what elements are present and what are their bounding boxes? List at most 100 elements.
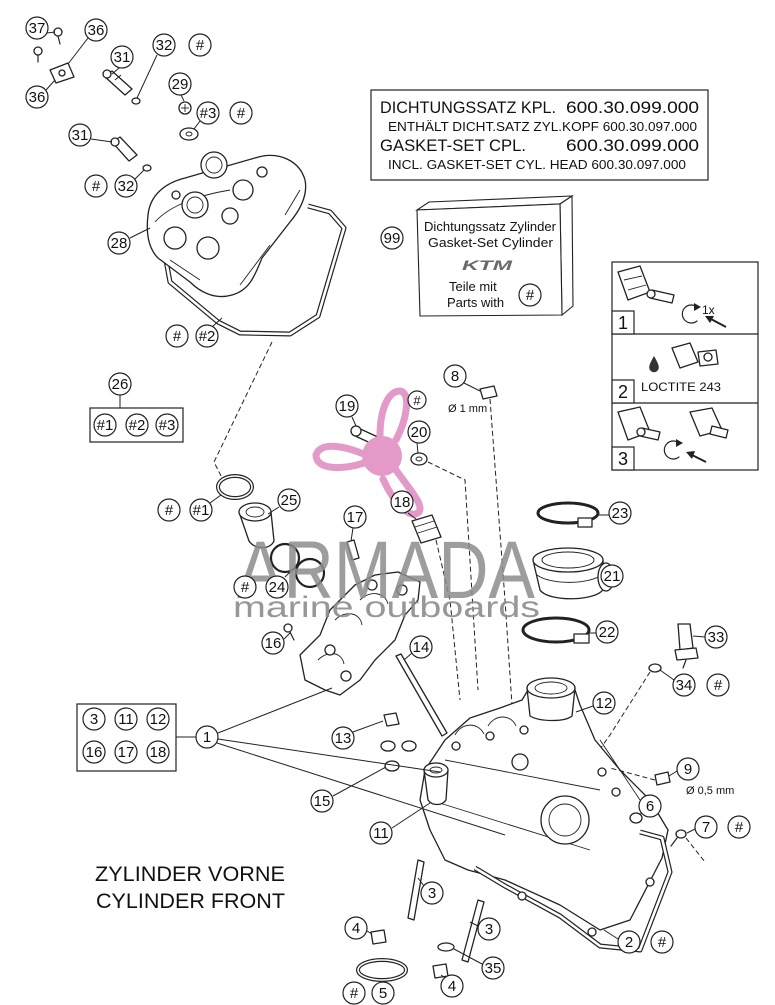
callout-circle xyxy=(344,916,368,940)
callout-number: 31 xyxy=(114,49,131,66)
callout-circle xyxy=(440,974,464,998)
callout-circle xyxy=(335,394,359,418)
washer xyxy=(401,740,417,752)
callout-circle xyxy=(146,740,170,764)
leader-line xyxy=(417,877,425,887)
callout-number: # xyxy=(658,934,667,951)
callout-number: # xyxy=(92,178,101,195)
callout-number: 17 xyxy=(347,509,364,526)
plug xyxy=(654,771,671,786)
callout-24: 24 xyxy=(265,575,289,599)
washer xyxy=(648,663,662,673)
leader-line xyxy=(212,317,223,327)
callout-number: 11 xyxy=(118,711,134,728)
screw xyxy=(53,27,63,45)
callout-hash1: #1 xyxy=(93,413,117,437)
assembly-step: 3 xyxy=(611,406,729,471)
gasket-set-label-en: GASKET-SET CPL. xyxy=(380,136,526,155)
leader-line xyxy=(440,974,445,978)
step-number: 3 xyxy=(618,449,628,469)
diagram-caption-en: CYLINDER FRONT xyxy=(96,890,285,913)
callout-circle xyxy=(369,821,393,845)
leader-line xyxy=(575,705,594,713)
callout-hash: # xyxy=(229,101,253,125)
o-ring xyxy=(131,97,141,105)
callout-21: 21 xyxy=(600,564,624,588)
leader-line xyxy=(352,720,384,733)
gasket-set-label-de: DICHTUNGSSATZ KPL. xyxy=(380,98,556,117)
rotate-arrow-icon xyxy=(663,440,680,460)
callout-number: 9 xyxy=(684,761,692,778)
leader-line xyxy=(284,571,291,578)
callout-34: 34 xyxy=(672,673,696,697)
callout-number: 24 xyxy=(269,579,286,596)
callout-circle xyxy=(672,673,696,697)
parts-drawing xyxy=(33,27,706,982)
leader-line xyxy=(129,227,151,239)
callout-circle xyxy=(196,101,220,125)
callout-hash: # xyxy=(650,930,674,954)
callout-20: 20 xyxy=(407,420,431,444)
callout-hash: # xyxy=(157,498,181,522)
callout-23: 23 xyxy=(608,501,632,525)
callout-circle xyxy=(310,789,334,813)
watermark-name: ARMADA xyxy=(237,525,535,616)
screw xyxy=(178,101,192,115)
leader-line xyxy=(407,512,417,520)
callout-circle xyxy=(420,881,444,905)
dimension-label: Ø 0,5 mm xyxy=(686,785,734,797)
callout-circle xyxy=(608,501,632,525)
callout-hash: # xyxy=(407,390,427,410)
callout-33: 33 xyxy=(704,625,728,649)
o-ring xyxy=(142,164,152,172)
callout-number: 22 xyxy=(599,624,616,641)
callout-circle xyxy=(650,930,674,954)
callout-12: 12 xyxy=(146,707,170,731)
callout-number: 3 xyxy=(90,711,98,728)
callout-number: # xyxy=(196,37,205,54)
spark-plug-hole xyxy=(181,191,209,219)
assembly-line xyxy=(435,539,461,701)
gasket-set-box: DICHTUNGSSATZ KPL. 600.30.099.000 ENTHÄL… xyxy=(370,89,709,181)
step-note: 1x xyxy=(702,303,715,317)
callout-number: 17 xyxy=(118,744,135,761)
callout-circle xyxy=(477,917,501,941)
callout-32: 32 xyxy=(152,33,176,57)
callout-11: 11 xyxy=(369,821,393,845)
callout-number: 32 xyxy=(156,37,173,54)
callout-17: 17 xyxy=(343,505,367,529)
callout-28: 28 xyxy=(107,231,131,255)
gasket-set-contents-de: ENTHÄLT DICHT.SATZ ZYL.KOPF 600.30.097.0… xyxy=(388,119,697,134)
callout-number: 20 xyxy=(411,424,428,441)
callout-circle xyxy=(125,413,149,437)
callout-number: 32 xyxy=(118,178,135,195)
callout-31: 31 xyxy=(110,45,134,69)
callout-number: 37 xyxy=(29,20,46,37)
o-ring xyxy=(269,542,301,574)
callout-3: 3 xyxy=(477,917,501,941)
callout-number: 28 xyxy=(111,235,128,252)
callout-19: 19 xyxy=(335,394,359,418)
hose-clamp xyxy=(521,616,591,644)
breather-fitting xyxy=(110,136,138,162)
callout-12: 12 xyxy=(592,691,616,715)
callout-25: 25 xyxy=(277,488,301,512)
callout-hash: # xyxy=(165,324,189,348)
callout-number: 11 xyxy=(373,825,389,842)
leader-line xyxy=(209,494,222,504)
callout-16: 16 xyxy=(82,740,106,764)
callout-circle xyxy=(157,498,181,522)
leader-line xyxy=(350,527,354,542)
bracket xyxy=(49,62,75,84)
callout-circle xyxy=(114,174,138,198)
callout-circle xyxy=(168,72,192,96)
leader-lines xyxy=(45,31,706,978)
washer xyxy=(179,127,199,141)
callout-7: 7 xyxy=(694,815,718,839)
brand-logo: KTM xyxy=(462,257,513,273)
leader-line xyxy=(453,948,483,965)
callout-circle xyxy=(165,324,189,348)
step-number: 1 xyxy=(618,313,628,333)
callout-number: 35 xyxy=(485,960,502,977)
callout-number: 99 xyxy=(384,230,401,247)
